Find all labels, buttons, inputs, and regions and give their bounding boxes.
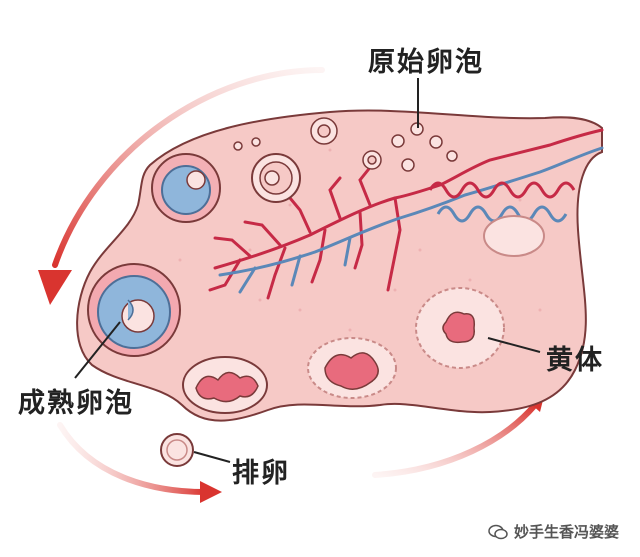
ovary-texture <box>178 148 542 332</box>
cycle-arrow-right <box>372 402 538 478</box>
label-mature-follicle: 成熟卵泡 <box>18 388 134 419</box>
watermark: 妙手生香冯婆婆 <box>488 521 619 542</box>
developing-corpus-luteum <box>307 337 397 399</box>
mature-follicle <box>87 263 181 357</box>
label-corpus-luteum: 黄体 <box>546 345 604 376</box>
coiled-vessels <box>428 181 576 223</box>
cycle-arrowhead-bottom <box>200 481 222 503</box>
corpus-luteum <box>415 287 505 369</box>
ruptured-follicle <box>182 356 268 414</box>
secondary-follicle <box>151 153 221 223</box>
watermark-text: 妙手生香冯婆婆 <box>514 523 620 541</box>
primordial-follicles <box>233 117 458 172</box>
mature-pointer-line <box>74 321 121 379</box>
cycle-arrowhead-left <box>38 270 72 305</box>
ovulation-pointer-line <box>193 451 231 463</box>
cycle-arrow-top-left <box>52 67 325 268</box>
cycle-arrow-bottom-left <box>57 422 208 495</box>
released-ovum <box>160 433 194 467</box>
label-ovulation: 排卵 <box>232 458 290 489</box>
corpus-pointer-line <box>487 337 541 353</box>
chat-bubble-icon <box>488 524 508 539</box>
label-primordial-follicle: 原始卵泡 <box>368 47 484 78</box>
corpus-albicans <box>483 215 545 257</box>
artery-vessels <box>208 128 604 300</box>
growing-follicle <box>251 153 301 203</box>
